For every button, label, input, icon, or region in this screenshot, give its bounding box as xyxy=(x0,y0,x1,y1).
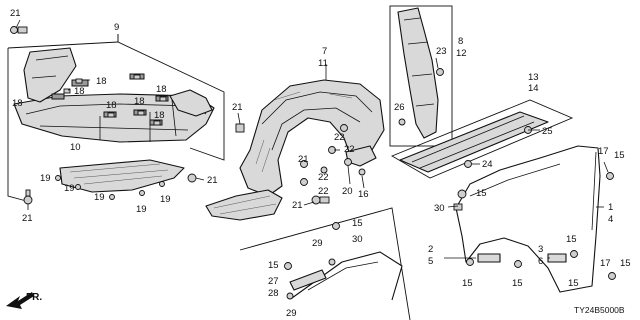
callout-9: 9 xyxy=(114,22,119,33)
callout-15: 15 xyxy=(614,150,625,161)
callout-29: 29 xyxy=(286,308,297,319)
callout-15: 15 xyxy=(476,188,487,199)
callout-18: 18 xyxy=(96,76,107,87)
callout-15: 15 xyxy=(568,278,579,289)
callout-18: 18 xyxy=(12,98,23,109)
callout-12: 12 xyxy=(456,48,467,59)
callout-22: 22 xyxy=(334,132,345,143)
callout-3: 3 xyxy=(538,244,543,255)
callout-21: 21 xyxy=(298,154,309,165)
leader-lines xyxy=(15,19,609,259)
bolt-21-topleft xyxy=(10,26,28,34)
callout-15: 15 xyxy=(462,278,473,289)
callout-21: 21 xyxy=(232,102,243,113)
callout-6: 6 xyxy=(538,256,543,267)
callout-18: 18 xyxy=(134,96,145,107)
callout-25: 25 xyxy=(542,126,553,137)
fender-upper-rail xyxy=(390,99,574,179)
clips-19 xyxy=(55,175,165,200)
engine-under-cover xyxy=(13,47,215,143)
front-inner-fender xyxy=(205,79,385,221)
callout-20: 20 xyxy=(342,186,353,197)
callout-26: 26 xyxy=(394,102,405,113)
callout-29: 29 xyxy=(312,238,323,249)
callout-19: 19 xyxy=(136,204,147,215)
callout-18: 18 xyxy=(74,86,85,97)
callout-19: 19 xyxy=(160,194,171,205)
callout-19: 19 xyxy=(64,183,75,194)
callout-17: 17 xyxy=(600,258,611,269)
callout-17: 17 xyxy=(598,146,609,157)
callout-14: 14 xyxy=(528,83,539,94)
callout-22: 22 xyxy=(318,172,329,183)
callout-16: 16 xyxy=(358,189,369,200)
callout-5: 5 xyxy=(428,256,433,267)
callout-15: 15 xyxy=(512,278,523,289)
callout-22: 22 xyxy=(344,144,355,155)
callout-22: 22 xyxy=(318,186,329,197)
splash-shield-lower xyxy=(59,159,185,193)
diagram-code: TY24B5000B xyxy=(574,305,625,315)
callout-18: 18 xyxy=(154,110,165,121)
callout-18: 18 xyxy=(156,84,167,95)
callout-11: 11 xyxy=(318,58,328,69)
fender-seal-bracket xyxy=(389,5,453,147)
clips-18 xyxy=(63,74,167,126)
inner-fender-fasteners xyxy=(300,124,366,186)
callout-18: 18 xyxy=(106,100,117,111)
callout-15: 15 xyxy=(268,260,279,271)
callout-7: 7 xyxy=(322,46,327,57)
callout-21: 21 xyxy=(22,213,33,224)
callout-15: 15 xyxy=(620,258,631,269)
front-fender-panel xyxy=(453,145,616,293)
front-direction-arrow xyxy=(6,292,34,309)
callout-19: 19 xyxy=(40,173,51,184)
callout-1: 1 xyxy=(608,202,613,213)
callout-21: 21 xyxy=(10,8,21,19)
callout-10: 10 xyxy=(70,142,81,153)
callout-28: 28 xyxy=(268,288,279,299)
callout-15: 15 xyxy=(566,234,577,245)
callout-30: 30 xyxy=(352,234,363,245)
wheel-arch-detail xyxy=(239,207,411,320)
callout-23: 23 xyxy=(436,46,447,57)
callout-27: 27 xyxy=(268,276,279,287)
callout-21: 21 xyxy=(207,175,218,186)
callout-13: 13 xyxy=(528,72,539,83)
fender-brackets xyxy=(466,250,578,268)
front-direction-label: FR. xyxy=(26,292,42,303)
callout-24: 24 xyxy=(482,159,493,170)
callout-30: 30 xyxy=(434,203,445,214)
callout-2: 2 xyxy=(428,244,433,255)
callout-15: 15 xyxy=(352,218,363,229)
callout-21: 21 xyxy=(292,200,303,211)
callout-8: 8 xyxy=(458,36,463,47)
callout-labels: 21 9 18 18 18 18 18 18 18 21 21 21 21 21… xyxy=(10,8,631,319)
callout-19: 19 xyxy=(94,192,105,203)
callout-4: 4 xyxy=(608,214,613,225)
